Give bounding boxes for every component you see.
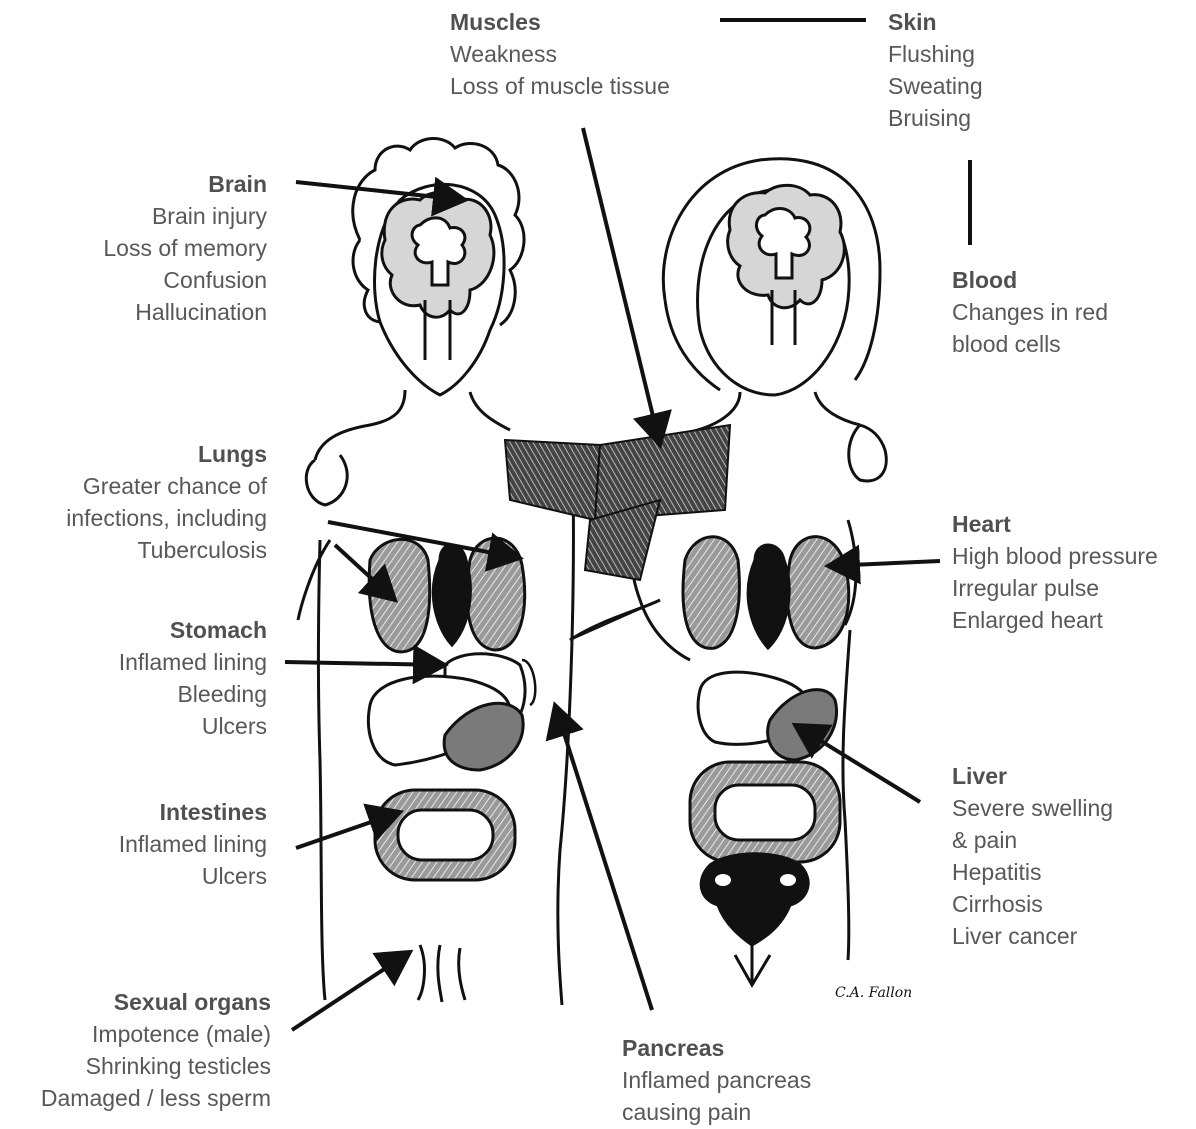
heart-label: Heart High blood pressure Irregular puls… bbox=[952, 508, 1158, 636]
sexual-organs-arrow bbox=[292, 952, 410, 1030]
skin-line-3: Bruising bbox=[888, 102, 983, 134]
stomach-title: Stomach bbox=[119, 614, 267, 646]
lungs-line-1: Greater chance of bbox=[66, 470, 267, 502]
muscles-line-1: Weakness bbox=[450, 38, 670, 70]
pancreas-title: Pancreas bbox=[622, 1032, 811, 1064]
blood-line-2: blood cells bbox=[952, 328, 1108, 360]
pancreas-label: Pancreas Inflamed pancreas causing pain bbox=[622, 1032, 811, 1128]
stomach-line-1: Inflamed lining bbox=[119, 646, 267, 678]
sexual-organs-line-1: Impotence (male) bbox=[41, 1018, 271, 1050]
male-genitals bbox=[418, 945, 465, 1002]
sexual-organs-label: Sexual organs Impotence (male) Shrinking… bbox=[41, 986, 271, 1114]
liver-label: Liver Severe swelling & pain Hepatitis C… bbox=[952, 760, 1113, 952]
stomach-label: Stomach Inflamed lining Bleeding Ulcers bbox=[119, 614, 267, 742]
liver-line-3: Hepatitis bbox=[952, 856, 1113, 888]
lungs-title: Lungs bbox=[66, 438, 267, 470]
liver-line-4: Cirrhosis bbox=[952, 888, 1113, 920]
female-reproductive bbox=[701, 854, 808, 985]
pancreas-arrow-2 bbox=[530, 700, 630, 1015]
brain-line-3: Confusion bbox=[103, 264, 267, 296]
intestines-title: Intestines bbox=[119, 796, 267, 828]
male-brain bbox=[382, 193, 494, 361]
pancreas-line-1: Inflamed pancreas bbox=[622, 1064, 811, 1096]
stomach-line-3: Ulcers bbox=[119, 710, 267, 742]
sexual-organs-line-2: Shrinking testicles bbox=[41, 1050, 271, 1082]
blood-label: Blood Changes in red blood cells bbox=[952, 264, 1108, 360]
intestines-line-2: Ulcers bbox=[119, 860, 267, 892]
sexual-organs-line-3: Damaged / less sperm bbox=[41, 1082, 271, 1114]
stomach-arrow bbox=[285, 662, 445, 665]
muscles-line-2: Loss of muscle tissue bbox=[450, 70, 670, 102]
skin-label: Skin Flushing Sweating Bruising bbox=[888, 6, 983, 134]
artist-signature: C.A. Fallon bbox=[835, 985, 912, 1001]
liver-line-5: Liver cancer bbox=[952, 920, 1113, 952]
male-torso-outline bbox=[315, 390, 510, 460]
blood-title: Blood bbox=[952, 264, 1108, 296]
heart-title: Heart bbox=[952, 508, 1158, 540]
lungs-label: Lungs Greater chance of infections, incl… bbox=[66, 438, 267, 566]
muscle-arrow bbox=[583, 128, 660, 445]
female-heart bbox=[748, 545, 789, 648]
muscles-label: Muscles Weakness Loss of muscle tissue bbox=[450, 6, 670, 102]
lungs-line-2: infections, including bbox=[66, 502, 267, 534]
brain-line-4: Hallucination bbox=[103, 296, 267, 328]
liver-line-1: Severe swelling bbox=[952, 792, 1113, 824]
brain-line-2: Loss of memory bbox=[103, 232, 267, 264]
liver-title: Liver bbox=[952, 760, 1113, 792]
stomach-line-2: Bleeding bbox=[119, 678, 267, 710]
brain-line-1: Brain injury bbox=[103, 200, 267, 232]
male-heart bbox=[433, 545, 470, 645]
skin-line-1: Flushing bbox=[888, 38, 983, 70]
female-intestines bbox=[690, 762, 840, 862]
heart-line-1: High blood pressure bbox=[952, 540, 1158, 572]
heart-line-3: Enlarged heart bbox=[952, 604, 1158, 636]
brain-title: Brain bbox=[103, 168, 267, 200]
pancreas-line-2: causing pain bbox=[622, 1096, 811, 1128]
pancreas-arrow-1 bbox=[555, 705, 652, 1010]
lungs-line-3: Tuberculosis bbox=[66, 534, 267, 566]
skin-title: Skin bbox=[888, 6, 983, 38]
liver-line-2: & pain bbox=[952, 824, 1113, 856]
heart-line-2: Irregular pulse bbox=[952, 572, 1158, 604]
brain-label: Brain Brain injury Loss of memory Confus… bbox=[103, 168, 267, 328]
sexual-organs-title: Sexual organs bbox=[41, 986, 271, 1018]
blood-line-1: Changes in red bbox=[952, 296, 1108, 328]
skin-line-2: Sweating bbox=[888, 70, 983, 102]
intestines-line-1: Inflamed lining bbox=[119, 828, 267, 860]
male-intestines bbox=[375, 790, 515, 880]
intestines-label: Intestines Inflamed lining Ulcers bbox=[119, 796, 267, 892]
muscles-title: Muscles bbox=[450, 6, 670, 38]
female-brain bbox=[728, 185, 845, 345]
